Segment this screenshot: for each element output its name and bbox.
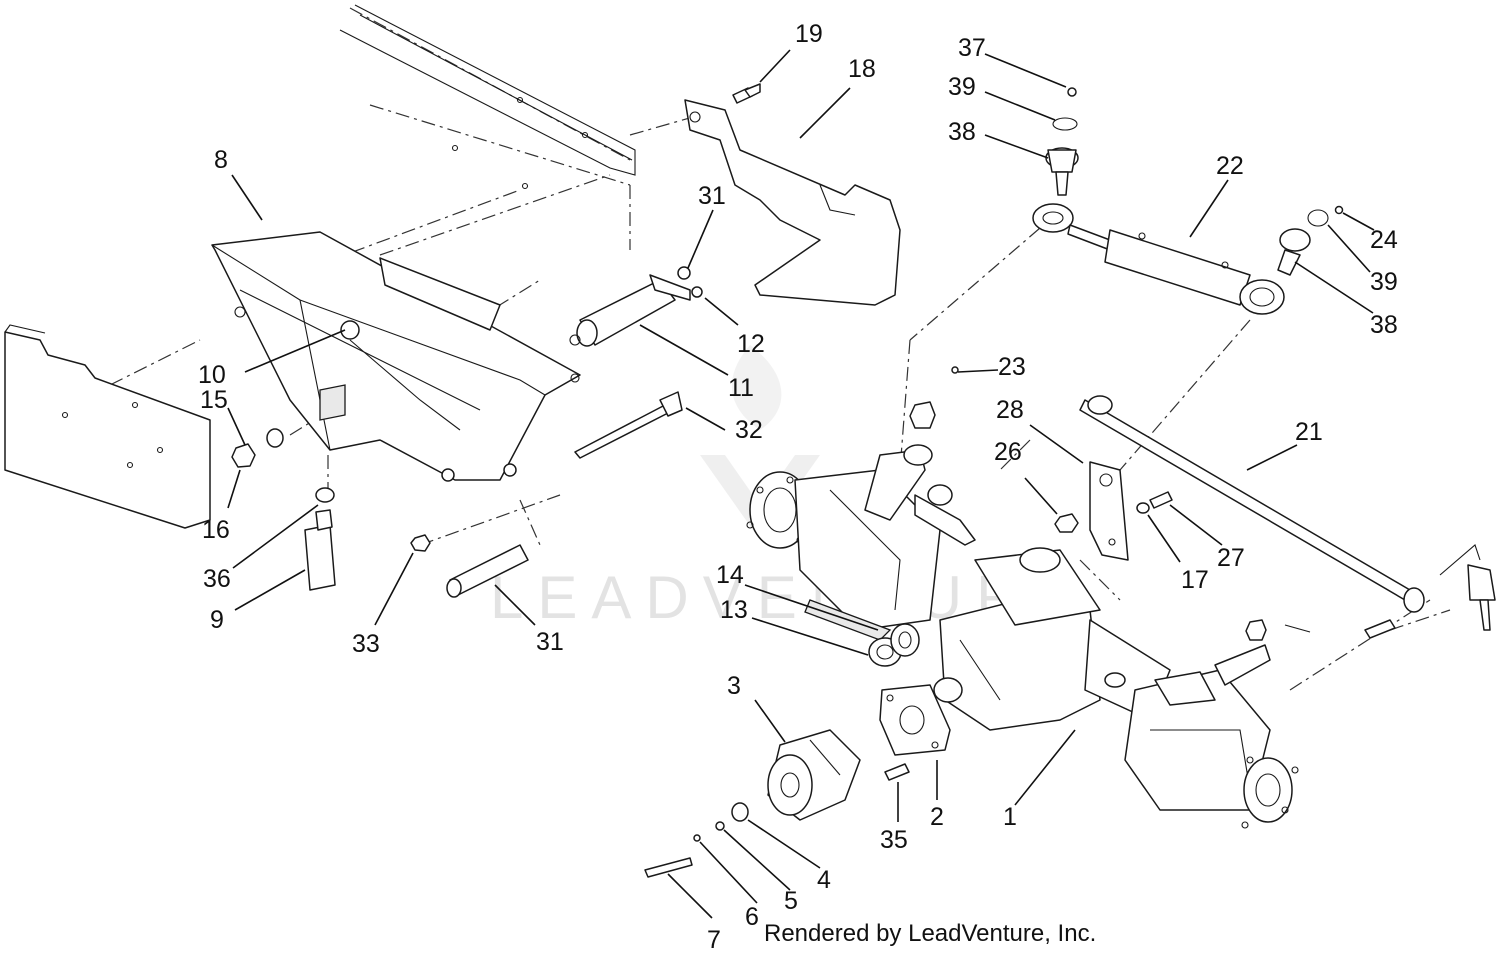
grease-fitting-37 [1067,87,1077,97]
ball-joint-38-right [1277,228,1311,276]
spacer-4 [731,802,749,822]
callout-28: 28 [996,396,1024,424]
callout-1: 1 [1003,803,1017,831]
callout-26: 26 [994,438,1022,466]
nut-16 [231,443,256,468]
bushing-9 [304,509,336,591]
washer-5 [715,821,725,831]
callout-36: 36 [203,565,231,593]
counterweight-plate [4,324,211,529]
footer-credit: Rendered by LeadVenture, Inc. [764,920,1097,947]
hydraulic-motor-3 [767,729,861,821]
washer-36 [315,487,335,503]
grease-fitting-29 [677,266,691,280]
cotter-pin-23 [951,366,959,374]
grease-fitting-24 [1334,205,1344,215]
leader-lines [227,49,1375,919]
callout-6: 6 [745,903,759,931]
callout-32: 32 [735,416,763,444]
callout-7: 7 [707,926,721,954]
callout-9: 9 [210,606,224,634]
callout-18: 18 [848,55,876,83]
washer-15 [266,428,284,448]
callout-14: 14 [716,561,744,589]
bolt-35 [884,763,910,781]
callout-38-top: 38 [948,118,976,146]
washer-17 [1136,502,1150,514]
bolt-19 [732,83,761,104]
callout-8: 8 [214,146,228,174]
callout-39-top: 39 [948,73,976,101]
callout-21: 21 [1295,418,1323,446]
callout-19: 19 [795,20,823,48]
steering-bracket-28 [1089,461,1129,561]
snap-ring-39-top [1052,117,1078,131]
callout-39-right: 39 [1370,268,1398,296]
callout-38-right: 38 [1370,311,1398,339]
bolt-12 [691,286,703,298]
steering-cylinder [1032,203,1285,315]
washer-6 [693,834,701,842]
transaxle-assembly [746,401,1396,829]
callout-22: 22 [1216,152,1244,180]
callout-24: 24 [1370,226,1398,254]
callout-37: 37 [958,34,986,62]
long-bolt-32 [574,391,683,459]
support-bracket [684,99,901,306]
callout-13: 13 [720,596,748,624]
callout-10: 10 [198,361,226,389]
bolt-7 [644,857,693,878]
callout-16: 16 [202,516,230,544]
callout-33: 33 [352,630,380,658]
callout-31: 31 [536,628,564,656]
callout-3: 3 [727,672,741,700]
spacer-tube-31 [446,544,529,598]
bolt-27 [1149,491,1173,509]
callout-11: 11 [728,374,754,402]
nut-33 [410,534,431,552]
snap-ring-39-right [1307,209,1329,227]
nut-26 [1054,513,1079,533]
callout-15: 15 [200,386,228,414]
callout-5: 5 [784,887,798,915]
callout-23: 23 [998,353,1026,381]
callout-12: 12 [737,330,765,358]
callout-35: 35 [880,826,908,854]
ball-joint-38-top [1045,147,1079,196]
tie-rod [1079,395,1496,631]
callout-2: 2 [930,803,944,831]
callout-4: 4 [817,866,831,894]
pivot-shaft [569,274,691,347]
callout-17: 17 [1181,566,1209,594]
axle-mount-bracket [211,231,581,482]
callout-29: 31 [698,182,726,210]
frame-rail [339,4,636,190]
pump-adapter-2 [879,677,963,756]
callout-27: 27 [1217,544,1245,572]
callout-labels: 19 18 8 31 12 11 10 15 32 16 36 9 33 31 … [198,20,1398,954]
